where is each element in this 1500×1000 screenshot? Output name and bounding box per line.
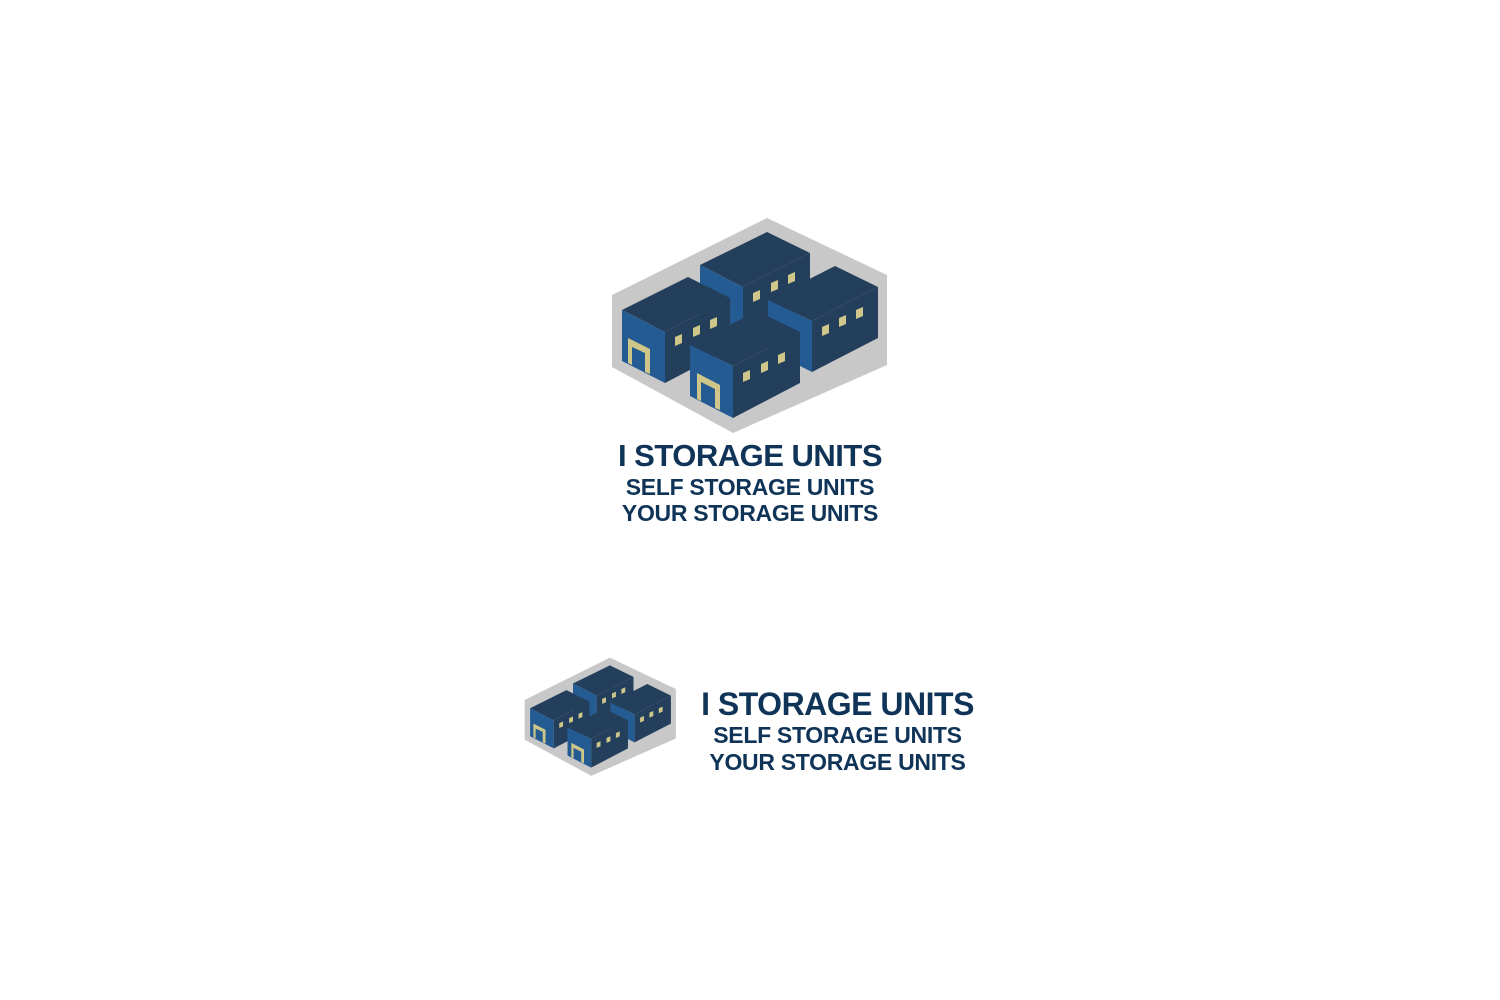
brand-tagline-1: SELF STORAGE UNITS <box>625 474 875 500</box>
logo-horizontal-text: I STORAGE UNITS SELF STORAGE UNITS YOUR … <box>685 686 990 776</box>
logo-horizontal <box>518 653 683 780</box>
storage-buildings-icon <box>518 653 683 780</box>
brand-tagline-1: SELF STORAGE UNITS <box>713 722 962 748</box>
logo-stacked-text: I STORAGE UNITS SELF STORAGE UNITS YOUR … <box>600 438 900 526</box>
brand-name: I STORAGE UNITS <box>617 438 883 473</box>
logo-stacked <box>600 210 900 440</box>
brand-name: I STORAGE UNITS <box>701 686 974 722</box>
brand-tagline-2: YOUR STORAGE UNITS <box>709 749 966 775</box>
storage-buildings-icon <box>600 210 900 440</box>
brand-tagline-2: YOUR STORAGE UNITS <box>621 500 879 526</box>
